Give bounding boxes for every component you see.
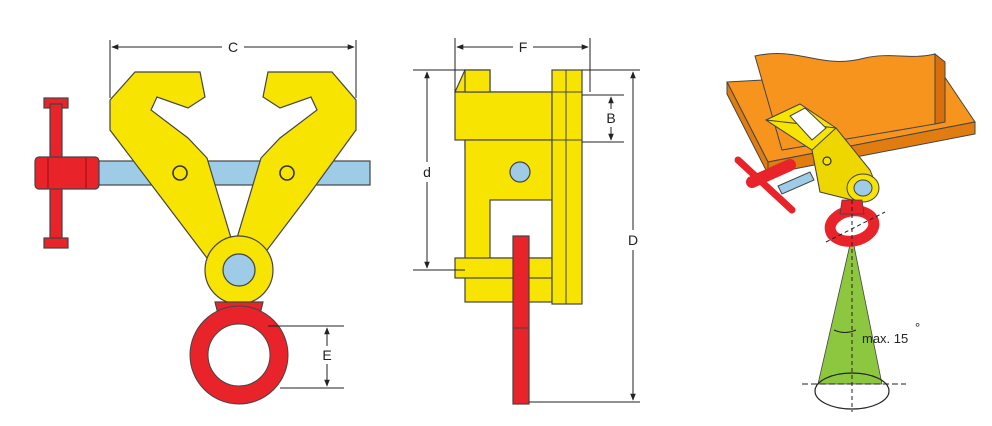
label-b: B bbox=[606, 110, 615, 126]
perspective-handle bbox=[734, 156, 815, 214]
right-jaw bbox=[230, 71, 357, 263]
front-view: C E bbox=[34, 38, 371, 405]
side-pin bbox=[509, 161, 531, 183]
t-handle bbox=[34, 97, 100, 249]
dimension-d-large: D bbox=[529, 69, 642, 403]
side-view: F B d D bbox=[413, 38, 642, 405]
perspective-view: max. 15 ° bbox=[726, 52, 976, 412]
label-e: E bbox=[322, 347, 331, 363]
dimension-b: B bbox=[582, 94, 624, 143]
dimension-f: F bbox=[454, 38, 591, 92]
right-pivot-hole bbox=[279, 165, 295, 181]
label-f: F bbox=[519, 39, 528, 55]
swing-ellipse bbox=[814, 372, 890, 410]
hub-pin bbox=[222, 253, 256, 287]
angle-label: max. 15 bbox=[862, 331, 908, 346]
angle-cone bbox=[817, 235, 883, 385]
label-d-large: D bbox=[628, 232, 638, 248]
left-jaw bbox=[109, 71, 238, 263]
side-eye-bar bbox=[512, 235, 530, 405]
degree-symbol: ° bbox=[915, 320, 920, 335]
dimension-e: E bbox=[268, 325, 344, 389]
lifting-eye bbox=[189, 301, 289, 405]
dimension-d-small: d bbox=[413, 69, 465, 271]
left-pivot-hole bbox=[172, 165, 188, 181]
side-flange bbox=[551, 69, 583, 305]
dimension-c: C bbox=[109, 38, 357, 98]
perspective-clamp bbox=[764, 103, 880, 203]
label-d-small: d bbox=[423, 164, 431, 180]
label-c: C bbox=[228, 39, 238, 55]
